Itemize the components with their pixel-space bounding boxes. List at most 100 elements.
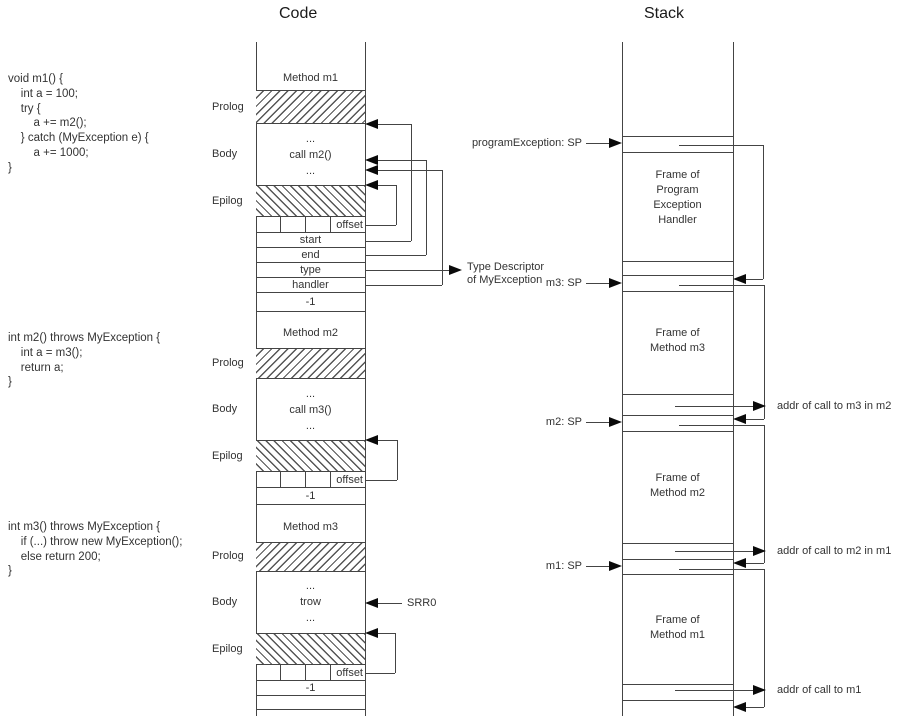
m1-epilog-block xyxy=(256,185,365,217)
start-pointer-line xyxy=(411,124,412,241)
stack-slot-line xyxy=(622,415,733,416)
type-descriptor-label: Type Descriptor of MyException xyxy=(467,261,545,286)
handler-pointer-line xyxy=(366,285,442,286)
sp-arrow-line xyxy=(586,422,609,423)
sp-label-m3: m3: SP xyxy=(545,277,582,289)
m1-offset-pointer-line xyxy=(378,185,396,186)
m2-table-row-line xyxy=(256,487,365,488)
m1-table-row-line xyxy=(256,232,365,233)
m3-body-label: Body xyxy=(212,596,238,608)
m3-epilog-block xyxy=(256,633,365,665)
return-addr-arrowhead-icon xyxy=(753,546,766,556)
stack-slot-line xyxy=(622,574,733,575)
m2-title: Method m2 xyxy=(282,327,339,339)
m2-epilog-block xyxy=(256,440,365,472)
m1-prolog-label: Prolog xyxy=(212,101,244,113)
stack-slot-line xyxy=(622,394,733,395)
handler-frame-label: Frame of Program Exception Handler xyxy=(653,169,702,226)
return-addr-label-m2: addr of call to m2 in m1 xyxy=(777,545,892,557)
sp-label-handler: programException: SP xyxy=(471,137,582,149)
m3-table-row-line xyxy=(256,695,365,696)
m1-offset-cell-divider xyxy=(280,217,281,232)
stack-slot-line xyxy=(622,431,733,432)
handler-backchain-line xyxy=(679,145,763,146)
m2-offset-cell-divider xyxy=(305,472,306,487)
end-pointer-line xyxy=(366,255,426,256)
stack-column-right-border xyxy=(733,42,734,716)
m1-terminator-row: -1 xyxy=(305,296,316,308)
m3-table-row-line xyxy=(256,709,365,710)
sp-arrowhead-icon xyxy=(609,278,622,288)
m1-prolog-block xyxy=(256,90,365,124)
m3-backchain-line xyxy=(746,419,764,420)
m1-table-row-line xyxy=(256,311,365,312)
m1-body-label: Body xyxy=(212,148,238,160)
handler-backchain-line xyxy=(763,145,764,279)
m3-prolog-label: Prolog xyxy=(212,550,244,562)
m2-offset-pointer-arrowhead-icon xyxy=(365,435,378,445)
stack-slot-line xyxy=(622,152,733,153)
sp-arrowhead-icon xyxy=(609,561,622,571)
m2-prolog-label: Prolog xyxy=(212,357,244,369)
stack-slot-line xyxy=(622,684,733,685)
m1-start-row: start xyxy=(299,234,322,246)
return-addr-label-m3: addr of call to m3 in m2 xyxy=(777,400,892,412)
m2-offset-cell: offset xyxy=(336,474,363,486)
m1-offset-cell: offset xyxy=(336,219,363,231)
m3-table-row-line xyxy=(256,680,365,681)
m3-backchain-arrowhead-icon xyxy=(733,414,746,424)
m3-offset-cell-divider xyxy=(330,665,331,680)
end-pointer-arrowhead-icon xyxy=(365,155,378,165)
m1-offset-pointer-arrowhead-icon xyxy=(365,180,378,190)
stack-slot-line xyxy=(622,559,733,560)
m1-offset-cell-divider xyxy=(305,217,306,232)
stack-slot-line xyxy=(622,700,733,701)
stack-slot-line xyxy=(622,291,733,292)
return-addr-label-m1: addr of call to m1 xyxy=(777,684,862,696)
sp-arrowhead-icon xyxy=(609,417,622,427)
m3-offset-pointer-line xyxy=(395,633,396,673)
m1-table-row-line xyxy=(256,277,365,278)
return-addr-line-m2 xyxy=(675,551,753,552)
m2-table-row-line xyxy=(256,504,365,505)
handler-backchain-line xyxy=(746,279,763,280)
type-pointer-arrowhead-icon xyxy=(449,265,462,275)
srr0-label: SRR0 xyxy=(407,597,437,609)
m1-backchain-arrowhead-icon xyxy=(733,702,746,712)
sp-label-m2: m2: SP xyxy=(545,416,582,428)
m2-offset-pointer-line xyxy=(378,440,397,441)
m3-body-block: ... trow ... xyxy=(300,580,321,624)
m2-prolog-block xyxy=(256,348,365,379)
start-pointer-line xyxy=(378,124,411,125)
m1-handler-row: handler xyxy=(292,279,329,291)
m2-backchain-arrowhead-icon xyxy=(733,558,746,568)
m3-offset-pointer-line xyxy=(378,633,395,634)
m1-body-block: ... call m2() ... xyxy=(289,133,332,177)
m2-body-block: ... call m3() ... xyxy=(289,388,332,432)
handler-pointer-line xyxy=(442,170,443,285)
stack-column-left-border xyxy=(622,42,623,716)
m1-end-row: end xyxy=(301,249,320,261)
return-addr-arrowhead-icon xyxy=(753,685,766,695)
stack-slot-line xyxy=(622,275,733,276)
handler-pointer-arrowhead-icon xyxy=(365,165,378,175)
start-pointer-line xyxy=(366,241,411,242)
handler-pointer-line xyxy=(378,170,442,171)
sp-arrow-line xyxy=(586,143,609,144)
m3-terminator-row: -1 xyxy=(305,682,316,694)
stack-slot-line xyxy=(622,261,733,262)
return-addr-line-m1 xyxy=(675,690,753,691)
sp-arrow-line xyxy=(586,566,609,567)
m3-frame-label: Frame of Method m3 xyxy=(649,327,706,354)
m2-offset-pointer-line xyxy=(397,440,398,480)
type-pointer-line xyxy=(366,270,449,271)
srr0-arrowhead-icon xyxy=(365,598,378,608)
m2-offset-cell-divider xyxy=(330,472,331,487)
m1-type-row: type xyxy=(300,264,321,276)
code-column-header: Code xyxy=(279,5,318,22)
source-code-m1: void m1() { int a = 100; try { a += m2()… xyxy=(8,73,149,174)
m3-title: Method m3 xyxy=(282,521,339,533)
source-code-m2: int m2() throws MyException { int a = m3… xyxy=(8,332,161,389)
code-column-left-border xyxy=(256,42,257,716)
